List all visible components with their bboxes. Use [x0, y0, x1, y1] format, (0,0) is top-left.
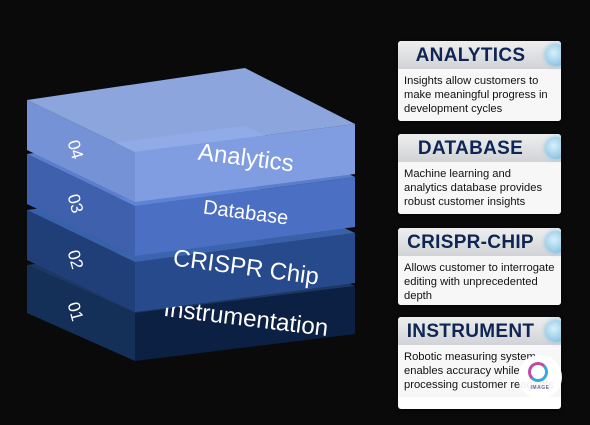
- watermark-logo: IMAGE: [518, 355, 562, 399]
- layer-side-database: [27, 154, 135, 256]
- logo-text: IMAGE: [530, 385, 550, 391]
- card-header: ANALYTICS: [398, 41, 561, 69]
- layer-side-crispr-chip: [27, 210, 135, 312]
- circle-badge-icon: [545, 231, 561, 253]
- card-title-analytics: ANALYTICS: [415, 45, 526, 66]
- card-header: INSTRUMENT: [398, 317, 561, 345]
- card-crispr-chip: CRISPR-CHIP Allows customer to interroga…: [398, 228, 561, 305]
- card-text-analytics: Insights allow customers to make meaning…: [398, 69, 561, 121]
- card-title-crispr-chip: CRISPR-CHIP: [407, 232, 534, 253]
- card-header: CRISPR-CHIP: [398, 228, 561, 256]
- logo-ring-icon: [528, 362, 548, 382]
- card-analytics: ANALYTICS Insights allow customers to ma…: [398, 41, 561, 121]
- layer-number-analytics: 04: [64, 138, 87, 161]
- layer-number-database: 03: [64, 192, 87, 215]
- circle-badge-icon: [545, 137, 561, 159]
- layer-top-analytics: [27, 68, 355, 152]
- layer-number-instrumentation: 01: [64, 300, 87, 323]
- circle-badge-icon: [545, 320, 561, 342]
- layer-front-crispr-chip: [135, 233, 355, 312]
- layer-side-instrumentation: [27, 265, 135, 361]
- card-text-crispr-chip: Allows customer to interrogate editing w…: [398, 256, 561, 305]
- card-title-database: DATABASE: [417, 138, 524, 159]
- layer-front-instrumentation: [135, 286, 355, 361]
- circle-badge-icon: [545, 44, 561, 66]
- layer-number-crispr-chip: 02: [64, 248, 87, 271]
- card-text-database: Machine learning and analytics database …: [398, 162, 561, 214]
- layer-side-analytics: [27, 100, 135, 202]
- card-database: DATABASE Machine learning and analytics …: [398, 134, 561, 214]
- card-header: DATABASE: [398, 134, 561, 162]
- card-title-instrument: INSTRUMENT: [406, 321, 535, 342]
- layer-front-database: [135, 177, 355, 256]
- layer-front-analytics: [135, 124, 355, 202]
